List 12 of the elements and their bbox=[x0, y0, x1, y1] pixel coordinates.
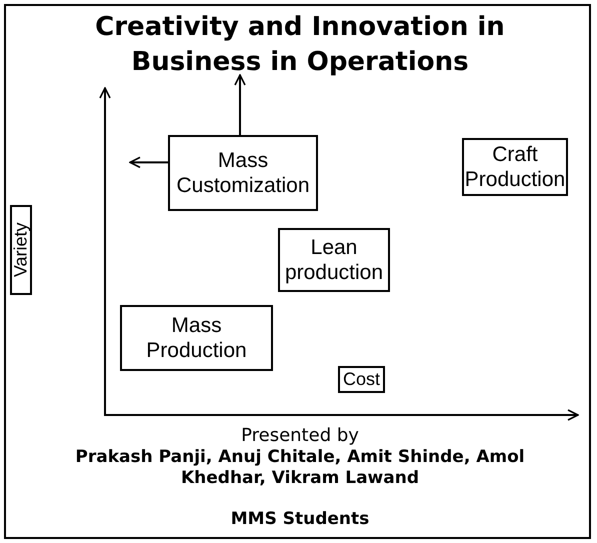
arrow bbox=[129, 156, 168, 168]
group-note: MMS Students bbox=[230, 509, 370, 530]
axis-label: Variety bbox=[10, 205, 32, 295]
category-box: Mass Customization bbox=[168, 135, 318, 211]
category-box: Lean production bbox=[278, 228, 390, 292]
category-box: Mass Production bbox=[120, 305, 273, 371]
author-names: Prakash Panji, Anuj Chitale, Amit Shinde, Amol Khedhar, Vikram Lawand bbox=[74, 447, 526, 490]
title: Creativity and Innovation in Business in Operations bbox=[94, 11, 506, 80]
axis-label: Cost bbox=[338, 366, 385, 393]
presenter-note: Presented by bbox=[240, 425, 360, 448]
category-box: Craft Production bbox=[462, 138, 568, 196]
arrow bbox=[234, 74, 246, 135]
